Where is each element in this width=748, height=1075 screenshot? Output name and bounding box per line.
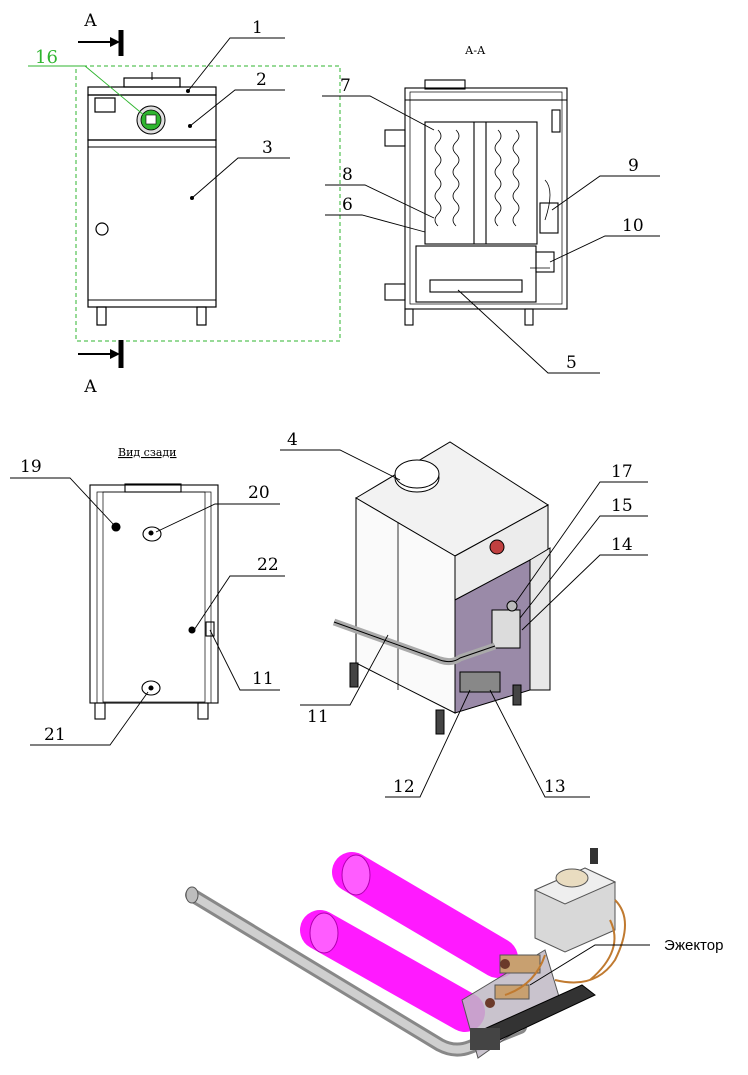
callout-21: 21 — [44, 725, 66, 745]
burner-tube-lower — [300, 910, 485, 1032]
callout-4: 4 — [287, 430, 298, 450]
thermometer-icon — [136, 105, 166, 135]
highlight-frame — [75, 65, 341, 342]
callout-7: 7 — [340, 76, 351, 96]
callout-16: 16 — [35, 47, 58, 68]
valve-knob — [555, 868, 589, 888]
heat-exchanger — [424, 121, 538, 245]
callout-15: 15 — [611, 496, 633, 516]
callout-9: 9 — [628, 156, 639, 176]
front-leg-left — [96, 306, 107, 326]
section-mark-bottom: А — [84, 377, 97, 397]
callout-10: 10 — [622, 216, 644, 236]
burner-assembly-detail — [185, 848, 650, 1059]
ejector-label: Эжектор — [664, 937, 723, 954]
cabinet-door — [87, 139, 217, 308]
section-mark-top: А — [84, 11, 97, 31]
callout-12: 12 — [393, 777, 415, 797]
section-arrow-bottom — [78, 340, 124, 368]
callout-11-rear: 11 — [252, 669, 274, 689]
open-door — [529, 547, 551, 691]
section-arrow-top — [78, 30, 124, 56]
ejector-leader — [529, 944, 650, 986]
rear-view-title: Вид сзади — [118, 446, 177, 459]
callout-6: 6 — [342, 195, 353, 215]
callout-1: 1 — [252, 18, 263, 38]
callout-17: 17 — [611, 462, 633, 482]
section-leaders — [322, 95, 660, 374]
callout-3: 3 — [262, 138, 273, 158]
front-view — [75, 65, 341, 342]
callout-14: 14 — [611, 535, 633, 555]
supply-pipe — [188, 626, 196, 634]
callout-20: 20 — [248, 483, 270, 503]
callout-5: 5 — [566, 353, 577, 373]
section-title: А-А — [465, 44, 486, 57]
isometric-view — [332, 441, 551, 735]
callout-11-iso: 11 — [307, 707, 329, 727]
front-leg-right — [196, 306, 207, 326]
callout-22: 22 — [257, 555, 279, 575]
callout-19: 19 — [20, 457, 42, 477]
section-view — [384, 79, 568, 326]
iso-leaders — [280, 449, 648, 798]
door-peephole — [95, 222, 109, 236]
front-leaders — [28, 37, 290, 199]
return-pipe — [141, 680, 161, 696]
flue-outlet — [142, 526, 162, 542]
callout-8: 8 — [342, 165, 353, 185]
rear-leaders — [10, 477, 285, 746]
cabinet-top-band — [87, 86, 217, 96]
panel-window — [94, 97, 116, 113]
callout-13: 13 — [544, 777, 566, 797]
combustion-chamber — [415, 245, 537, 303]
burner — [429, 279, 523, 293]
burner-tube-upper — [332, 852, 518, 978]
iso-gas-valve — [491, 609, 521, 649]
callout-2: 2 — [256, 70, 267, 90]
iso-thermometer — [489, 539, 505, 555]
